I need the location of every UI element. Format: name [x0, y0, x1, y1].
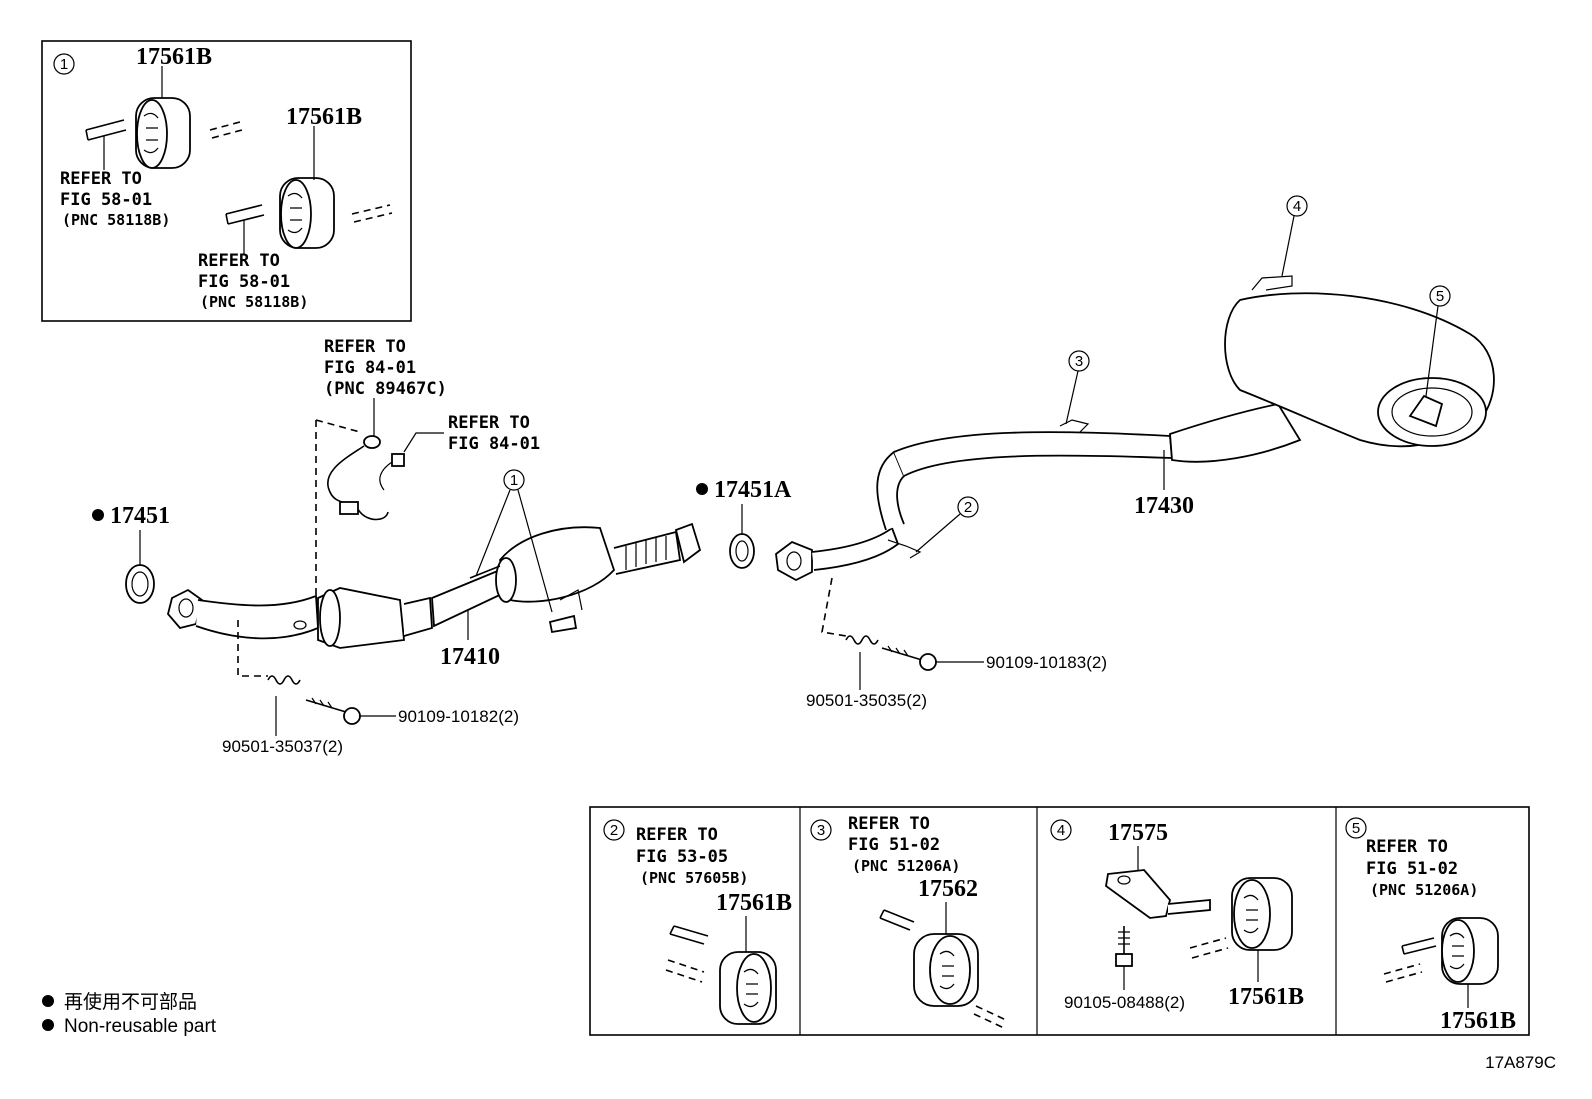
figure-code: 17A879C	[1485, 1053, 1556, 1072]
gasket-center: 17451A	[696, 477, 792, 569]
front-fasteners: 90501-35037(2) 90109-10182(2)	[222, 620, 519, 756]
inset-1-ref-a-line1: REFER TO	[60, 169, 142, 189]
front-pipe-label: 17410	[440, 644, 500, 670]
hanger-rubber-icon	[1441, 917, 1499, 985]
callout-1-number: 1	[510, 472, 518, 489]
spring-front-label: 90501-35037(2)	[222, 737, 343, 756]
gasket-front-label: 17451	[110, 503, 170, 529]
bracket-icon	[1105, 869, 1171, 919]
callout-2-number: 2	[964, 499, 972, 516]
inset-1-circle	[53, 53, 75, 75]
inset-1-ref-a-line2: FIG 58-01	[60, 190, 152, 210]
callout-4-number: 4	[1293, 198, 1301, 215]
legend-jp: 再使用不可部品	[64, 991, 197, 1013]
hanger-rubber-icon	[719, 951, 777, 1025]
callout-2-circle	[957, 496, 979, 518]
inset-1-frame	[41, 40, 412, 322]
legend: 再使用不可部品 Non-reusable part	[42, 991, 217, 1037]
spring-rear-label: 90501-35035(2)	[806, 691, 927, 710]
inset-1-ref-b-line3: (PNC 58118B)	[200, 293, 308, 311]
inset-2-part: 17561B	[716, 890, 792, 916]
callout-1-circle	[503, 469, 525, 491]
catalytic-converter-icon	[317, 587, 405, 649]
inset-2-ref-line3: (PNC 57605B)	[640, 869, 748, 887]
inset-1-ref-b-line1: REFER TO	[198, 251, 280, 271]
bolt-icon	[305, 699, 347, 713]
inset-3: 3 REFER TO FIG 51-02 (PNC 51206A) 17562	[810, 814, 1007, 1029]
tail-pipe-assembly: 17430 2 3 4 5	[775, 195, 1495, 582]
sensor-ref-2-line1: REFER TO	[448, 413, 530, 433]
bolt-rear-label: 90109-10183(2)	[986, 653, 1107, 672]
inset-3-ref-line1: REFER TO	[848, 814, 930, 834]
inset-5-ref-line3: (PNC 51206A)	[1370, 881, 1478, 899]
legend-en: Non-reusable part	[64, 1016, 217, 1037]
hanger-rubber-icon	[913, 933, 979, 1007]
gasket-ring-icon	[125, 564, 155, 604]
tail-pipe-label: 17430	[1134, 493, 1194, 519]
callout-5-circle	[1429, 285, 1451, 307]
rear-fasteners: 90501-35035(2) 90109-10183(2)	[806, 577, 1107, 710]
inset-5: 5 REFER TO FIG 51-02 (PNC 51206A) 17561B	[1345, 817, 1516, 1034]
inset-5-ref-line1: REFER TO	[1366, 837, 1448, 857]
inset-4: 4 17575 90105-08488(2) 17561B	[1050, 819, 1304, 1012]
sensor-reference: REFER TO FIG 84-01 (PNC 89467C) REFER TO…	[315, 337, 540, 618]
bottom-insets: 2 REFER TO FIG 53-05 (PNC 57605B) 17561B…	[589, 806, 1530, 1036]
inset-2-circle-number: 2	[610, 822, 618, 839]
sensor-ref-2-line2: FIG 84-01	[448, 434, 540, 454]
gasket-center-label: 17451A	[714, 477, 792, 503]
bottom-insets-frame	[589, 806, 1530, 1036]
gasket-front: 17451	[92, 503, 170, 604]
spring-icon	[845, 635, 879, 645]
hanger-rubber-icon	[1231, 877, 1293, 951]
inset-4-bracket: 17575	[1108, 820, 1168, 846]
bolt-front-label: 90109-10182(2)	[398, 707, 519, 726]
inset-3-part: 17562	[918, 876, 978, 902]
hanger-pin-icon	[548, 614, 578, 634]
inset-1-ref-a-line3: (PNC 58118B)	[62, 211, 170, 229]
inset-2: 2 REFER TO FIG 53-05 (PNC 57605B) 17561B	[603, 819, 792, 1025]
hanger-rubber-icon	[135, 97, 191, 169]
inset-3-circle-number: 3	[817, 822, 825, 839]
sensor-ref-1-line2: FIG 84-01	[324, 358, 416, 378]
spring-icon	[267, 675, 301, 685]
inset-5-part: 17561B	[1440, 1008, 1516, 1034]
bullet-icon	[42, 1019, 54, 1031]
inset-1: 1 17561B REFER TO FIG 58-01 (PNC 58118B)…	[41, 40, 412, 322]
inset-1-circle-number: 1	[60, 56, 68, 73]
hanger-rubber-icon	[279, 177, 335, 249]
flange-icon	[775, 540, 813, 582]
inset-5-circle-number: 5	[1352, 820, 1360, 837]
catalytic-converter-icon	[499, 526, 616, 603]
callout-3-circle	[1068, 350, 1090, 372]
bullet-icon	[42, 995, 54, 1007]
front-exhaust-pipe: 17410 1	[167, 469, 702, 670]
inset-4-part: 17561B	[1228, 984, 1304, 1010]
inset-3-ref-line2: FIG 51-02	[848, 835, 940, 855]
callout-5-number: 5	[1436, 288, 1444, 305]
flange-icon	[167, 588, 204, 630]
inset-2-ref-line1: REFER TO	[636, 825, 718, 845]
inset-1-part-top: 17561B	[136, 44, 212, 70]
callout-3-number: 3	[1075, 353, 1083, 370]
inset-4-bolt: 90105-08488(2)	[1064, 993, 1185, 1012]
oxygen-sensor-icon	[327, 435, 405, 521]
bolt-icon	[881, 647, 923, 661]
inset-1-part-mid: 17561B	[286, 104, 362, 130]
inset-4-circle-number: 4	[1057, 822, 1065, 839]
flange-icon	[674, 522, 702, 564]
gasket-ring-icon	[729, 533, 755, 569]
inset-5-ref-line2: FIG 51-02	[1366, 859, 1458, 879]
callout-4-circle	[1286, 195, 1308, 217]
inset-2-ref-line2: FIG 53-05	[636, 847, 728, 867]
sensor-ref-1-line3: (PNC 89467C)	[324, 379, 447, 399]
inset-1-ref-b-line2: FIG 58-01	[198, 272, 290, 292]
sensor-ref-1-line1: REFER TO	[324, 337, 406, 357]
inset-3-ref-line3: (PNC 51206A)	[852, 857, 960, 875]
